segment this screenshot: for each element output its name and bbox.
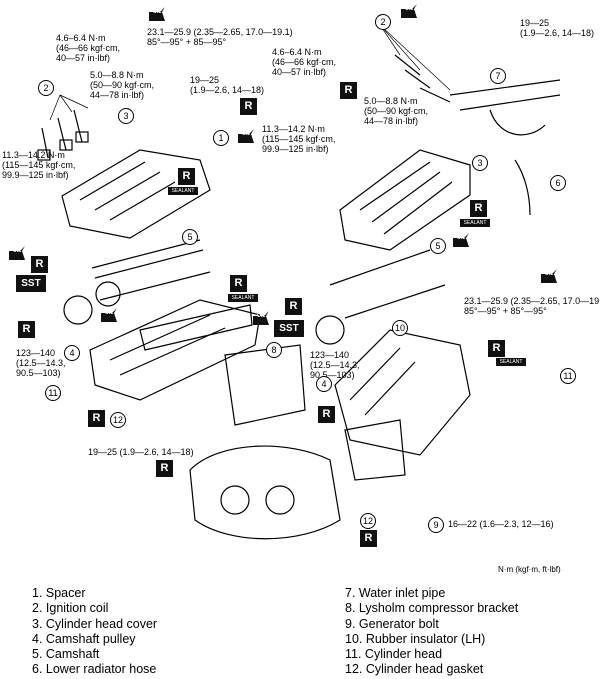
parts-legend: 1. Spacer 2. Ignition coil 3. Cylinder h… bbox=[0, 586, 600, 679]
torque-spark-plug-right: 4.6–6.4 N·m (46—66 kgf·cm, 40—57 in·lbf) bbox=[272, 47, 337, 77]
right-cylinder-head-cover bbox=[339, 149, 471, 251]
sealant-symbol: SEALANT bbox=[496, 358, 526, 366]
oil-can-icon: OIL bbox=[8, 245, 26, 261]
oil-can-icon: OIL bbox=[252, 310, 270, 326]
right-camshafts bbox=[329, 249, 446, 319]
lysholm-bracket bbox=[224, 344, 306, 426]
torque-head-left: 11.3—14.2 N·m (115—145 kgf·cm, 99.9—125 … bbox=[2, 150, 76, 180]
oil-can-icon: OIL bbox=[100, 307, 118, 323]
lower-radiator-hose bbox=[514, 159, 531, 216]
unit-label: N·m (kgf·m, ft·lbf) bbox=[498, 565, 561, 574]
torque-pipe: 19—25 (1.9—2.6, 14—18) bbox=[520, 18, 595, 38]
ref-number-10: 10 bbox=[392, 320, 408, 336]
legend-item: 12. Cylinder head gasket bbox=[345, 662, 484, 677]
torque-cover-bolt-left: 5.0—8.8 N·m (50—90 kgf·cm, 44—78 in·lbf) bbox=[90, 70, 155, 100]
legend-item: 5. Camshaft bbox=[32, 647, 100, 662]
special-service-tool-symbol: SST bbox=[274, 320, 304, 337]
legend-item: 7. Water inlet pipe bbox=[345, 586, 446, 600]
right-ignition-coils bbox=[394, 54, 451, 103]
legend-item: 4. Camshaft pulley bbox=[32, 631, 136, 646]
legend-item: 6. Lower radiator hose bbox=[32, 662, 157, 677]
torque-generator-bolt: 16—22 (1.6—2.3, 12—16) bbox=[448, 519, 554, 529]
right-cylinder-head bbox=[334, 329, 471, 456]
ref-number-3: 3 bbox=[472, 155, 488, 171]
oil-can-icon: OIL bbox=[148, 6, 166, 22]
replace-symbol: R bbox=[178, 168, 195, 185]
torque-head-center: 11.3—14.2 N·m (115—145 kgf·cm, 99.9—125 … bbox=[262, 124, 336, 154]
legend-item: 9. Generator bolt bbox=[345, 616, 439, 631]
ref-number-12: 12 bbox=[360, 513, 376, 529]
replace-symbol: R bbox=[240, 98, 257, 115]
water-inlet-pipe bbox=[449, 79, 561, 136]
special-service-tool-symbol: SST bbox=[16, 275, 46, 292]
replace-symbol: R bbox=[88, 410, 105, 427]
legend-item: 10. Rubber insulator (LH) bbox=[345, 631, 486, 646]
ref-number-3: 3 bbox=[118, 108, 134, 124]
left-cylinder-head-cover bbox=[61, 149, 211, 239]
replace-symbol: R bbox=[230, 275, 247, 292]
left-head-gasket bbox=[139, 304, 253, 351]
torque-camshaft-cap-top: 23.1—25.9 (2.35—2.65, 17.0—19.1) 85°—95°… bbox=[147, 27, 293, 47]
torque-pulley-center: 123—140 (12.5—14.3, 90.5—103) bbox=[310, 350, 360, 380]
replace-symbol: R bbox=[31, 256, 48, 273]
legend-column-left: 1. Spacer 2. Ignition coil 3. Cylinder h… bbox=[32, 586, 157, 678]
sealant-symbol: SEALANT bbox=[460, 219, 490, 227]
oil-can-icon: OIL bbox=[400, 3, 418, 19]
legend-item: 8. Lysholm compressor bracket bbox=[345, 601, 519, 616]
oil-can-icon: OIL bbox=[540, 268, 558, 284]
ref-number-2: 2 bbox=[38, 80, 54, 96]
torque-spacer: 19—25 (1.9—2.6, 14—18) bbox=[190, 75, 265, 95]
sealant-symbol: SEALANT bbox=[228, 294, 258, 302]
replace-symbol: R bbox=[360, 530, 377, 547]
torque-spark-plug-left: 4.6–6.4 N·m (46—66 kgf·cm, 40—57 in·lbf) bbox=[56, 33, 121, 63]
replace-symbol: R bbox=[488, 340, 505, 357]
right-head-gasket bbox=[344, 419, 406, 481]
oil-can-icon: OIL bbox=[452, 232, 470, 248]
ref-number-7: 7 bbox=[490, 68, 506, 84]
ref-number-5: 5 bbox=[430, 238, 446, 254]
replace-symbol: R bbox=[470, 200, 487, 217]
replace-symbol: R bbox=[340, 82, 357, 99]
replace-symbol: R bbox=[285, 298, 302, 315]
ref-number-8: 8 bbox=[266, 342, 282, 358]
ref-number-9: 9 bbox=[428, 517, 444, 533]
ref-number-11: 11 bbox=[45, 385, 61, 401]
torque-bracket: 19—25 (1.9—2.6, 14—18) bbox=[88, 447, 194, 457]
left-cylinder-head bbox=[89, 299, 261, 401]
ref-number-11: 11 bbox=[560, 368, 576, 384]
ref-number-4: 4 bbox=[316, 376, 332, 392]
replace-symbol: R bbox=[156, 460, 173, 477]
exploded-view-diagram: 4.6–6.4 N·m (46—66 kgf·cm, 40—57 in·lbf)… bbox=[2, 3, 600, 547]
left-camshafts bbox=[91, 239, 211, 301]
torque-camshaft-cap-right: 23.1—25.9 (2.35—2.65, 17.0—19.1) 85°—95°… bbox=[464, 296, 600, 316]
legend-item: 2. Ignition coil bbox=[32, 601, 109, 616]
torque-pulley-left: 123—140 (12.5—14.3, 90.5—103) bbox=[16, 348, 66, 378]
sealant-symbol: SEALANT bbox=[168, 187, 198, 195]
ref-number-12: 12 bbox=[110, 412, 126, 428]
replace-symbol: R bbox=[18, 321, 35, 338]
ref-number-4: 4 bbox=[64, 345, 80, 361]
ref-number-1: 1 bbox=[213, 130, 229, 146]
engine-line-art bbox=[37, 24, 561, 540]
torque-cover-bolt-right: 5.0—8.8 N·m (50—90 kgf·cm, 44—78 in·lbf) bbox=[364, 96, 429, 126]
legend-item: 11. Cylinder head bbox=[345, 647, 443, 662]
left-ignition-coils bbox=[41, 109, 83, 159]
ref-number-6: 6 bbox=[550, 175, 566, 191]
ref-number-2: 2 bbox=[375, 14, 391, 30]
oil-can-icon: OIL bbox=[237, 128, 255, 144]
legend-column-right: 7. Water inlet pipe 8. Lysholm compresso… bbox=[345, 586, 518, 678]
ref-number-5: 5 bbox=[182, 229, 198, 245]
legend-item: 3. Cylinder head cover bbox=[32, 616, 158, 631]
replace-symbol: R bbox=[318, 406, 335, 423]
legend-item: 1. Spacer bbox=[32, 586, 86, 600]
engine-block bbox=[189, 445, 341, 540]
